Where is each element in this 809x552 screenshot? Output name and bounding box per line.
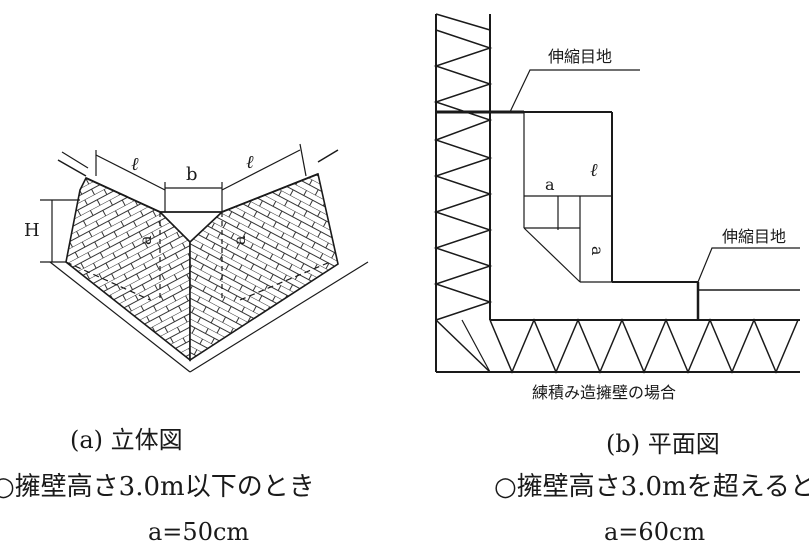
label-a-left: a bbox=[136, 235, 155, 245]
condition-a: ○擁壁高さ3.0m以下のとき bbox=[0, 472, 315, 502]
label-H: H bbox=[24, 220, 40, 241]
right-wall-face bbox=[189, 172, 339, 362]
bottom-zigzag bbox=[489, 318, 799, 374]
label-l-plan: ℓ bbox=[590, 160, 598, 181]
caption-a: (a) 立体図 bbox=[70, 426, 183, 454]
isometric-wall bbox=[49, 149, 369, 373]
label-joint-top: 伸縮目地 bbox=[548, 47, 612, 66]
value-b: a=60cm bbox=[604, 518, 706, 546]
caption-b: (b) 平面図 bbox=[606, 430, 720, 458]
left-wall-face bbox=[65, 176, 191, 362]
value-a: a=50cm bbox=[148, 518, 250, 546]
label-b: b bbox=[186, 164, 198, 185]
plan-view bbox=[433, 13, 800, 374]
label-joint-right: 伸縮目地 bbox=[722, 227, 786, 246]
note-masonry: 練積み造擁壁の場合 bbox=[532, 383, 676, 402]
dimension-lines-a bbox=[40, 143, 307, 263]
label-a-right: a bbox=[230, 235, 249, 245]
label-l-left: ℓ bbox=[131, 154, 139, 175]
left-zigzag bbox=[433, 29, 493, 321]
label-a-top: a bbox=[545, 175, 555, 194]
label-a-vertical: a bbox=[588, 246, 607, 256]
condition-b: ○擁壁高さ3.0mを超えると bbox=[494, 472, 809, 502]
label-l-right: ℓ bbox=[246, 152, 254, 173]
